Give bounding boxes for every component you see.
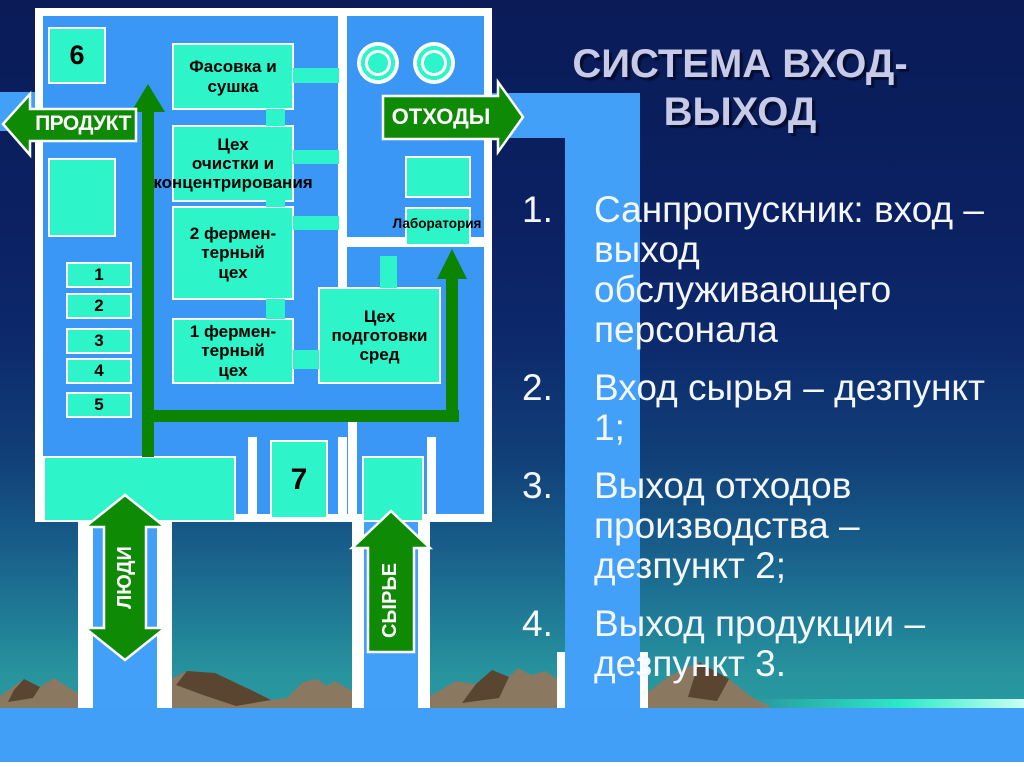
room-media-preparation: Цех подготовки сред <box>318 287 441 384</box>
list-item-text: Санпропускник: вход – выход обслуживающе… <box>594 189 984 350</box>
cyan-horizon-glow <box>756 699 1024 708</box>
raw-chute-wall-right <box>418 522 430 712</box>
connector-v4 <box>380 256 397 288</box>
room-sanitary-pass <box>43 456 236 522</box>
room-6: 6 <box>48 27 106 84</box>
room-fermentation-2-label: 2 фермен- терный цех <box>189 224 277 282</box>
room-7: 7 <box>270 440 328 519</box>
slide-title-line2: ВЫХОД <box>663 90 817 134</box>
partition-left-of-room7 <box>248 437 257 522</box>
room-1: 1 <box>66 262 132 288</box>
bottom-edge <box>0 762 1024 767</box>
bullet-list: 1. Санпропускник: вход – выход обслужива… <box>522 190 1004 701</box>
mountains-silhouette <box>0 662 772 708</box>
room-7-number: 7 <box>290 462 308 496</box>
stripe-wall-left <box>557 652 565 710</box>
room-lab-upper <box>405 156 471 198</box>
list-item: 4. Выход продукции – дезпункт 3. <box>522 602 1004 684</box>
list-item-number: 3. <box>522 464 553 506</box>
lab-label: Лаборатория <box>392 216 482 231</box>
list-item: 2. Вход сырья – дезпункт 1; <box>522 366 1004 448</box>
room-fermentation-1-label: 1 фермен- терный цех <box>189 322 277 380</box>
connector-v1 <box>266 109 285 126</box>
room-lab <box>405 207 471 246</box>
product-arrow-label: ПРОДУКТ <box>35 112 131 135</box>
slide-title-line1: СИСТЕМА ВХОД- <box>572 42 908 86</box>
raw-chute-wall-left <box>352 522 364 712</box>
room-packing-drying-label: Фасовка и сушка <box>189 57 277 96</box>
tank-circle-1 <box>357 42 399 84</box>
connector-v3 <box>266 299 285 319</box>
room-fermentation-1: 1 фермен- терный цех <box>172 318 294 384</box>
room-5-number: 5 <box>94 395 104 415</box>
list-item-text: Вход сырья – дезпункт 1; <box>594 366 985 448</box>
room-2: 2 <box>66 293 132 319</box>
list-item-number: 4. <box>522 602 553 644</box>
tank-circle-2 <box>413 42 455 84</box>
partition-right-of-rawroom <box>427 437 436 522</box>
flow-line-horizontal <box>148 410 459 422</box>
connector-h3 <box>293 216 339 230</box>
flow-arrowhead-up-lab <box>437 249 467 279</box>
room-6-number: 6 <box>69 40 85 71</box>
list-item-text: Выход продукции – дезпункт 3. <box>594 602 926 684</box>
people-arrow-label-text: ЛЮДИ <box>113 545 136 609</box>
list-item-number: 1. <box>522 189 553 230</box>
partition-vertical-lower <box>348 420 357 522</box>
list-item-text: Выход отходов производства – дезпункт 2; <box>594 464 860 586</box>
stripe-wall-right <box>640 652 648 710</box>
room-purification-label: Цех очистки и концентрирования <box>153 134 313 193</box>
connector-v2 <box>266 200 285 207</box>
people-arrow-label: ЛЮДИ <box>103 525 147 629</box>
room-3: 3 <box>66 328 132 354</box>
connector-h2 <box>293 150 339 164</box>
raw-arrow-label-text: СЫРЬЕ <box>379 562 402 638</box>
people-chute-wall-right <box>157 522 172 712</box>
list-item: 1. Санпропускник: вход – выход обслужива… <box>522 190 1004 350</box>
room-raw-intake <box>362 456 424 522</box>
room-2-number: 2 <box>94 296 104 316</box>
slide-title: СИСТЕМА ВХОД- ВЫХОД <box>540 40 940 136</box>
list-item: 3. Выход отходов производства – дезпункт… <box>522 464 1004 586</box>
room-media-preparation-label: Цех подготовки сред <box>331 306 428 365</box>
room-fermentation-2: 2 фермен- терный цех <box>172 206 294 300</box>
raw-arrow-label: СЫРЬЕ <box>369 550 413 650</box>
room-4: 4 <box>66 358 132 384</box>
corridor-vertical-stripe <box>565 93 640 767</box>
partition-vertical-main <box>338 16 347 287</box>
room-5: 5 <box>66 392 132 418</box>
room-storage <box>48 158 116 237</box>
room-3-number: 3 <box>94 331 104 351</box>
partition-right-of-room7 <box>338 437 347 522</box>
waste-arrow-label: ОТХОДЫ <box>391 104 491 129</box>
flow-line-product-vertical <box>142 100 154 457</box>
people-chute-wall-left <box>78 522 93 712</box>
flow-arrowhead-up-product <box>131 84 165 112</box>
room-purification: Цех очистки и концентрирования <box>153 125 313 202</box>
room-packing-drying: Фасовка и сушка <box>172 43 294 110</box>
room-1-number: 1 <box>94 265 104 285</box>
flow-line-lab-vertical <box>446 277 458 422</box>
bottom-strip <box>0 708 1024 762</box>
list-item-number: 2. <box>522 366 553 408</box>
room-4-number: 4 <box>94 361 104 381</box>
connector-h4 <box>293 350 319 369</box>
connector-h1 <box>293 68 339 83</box>
